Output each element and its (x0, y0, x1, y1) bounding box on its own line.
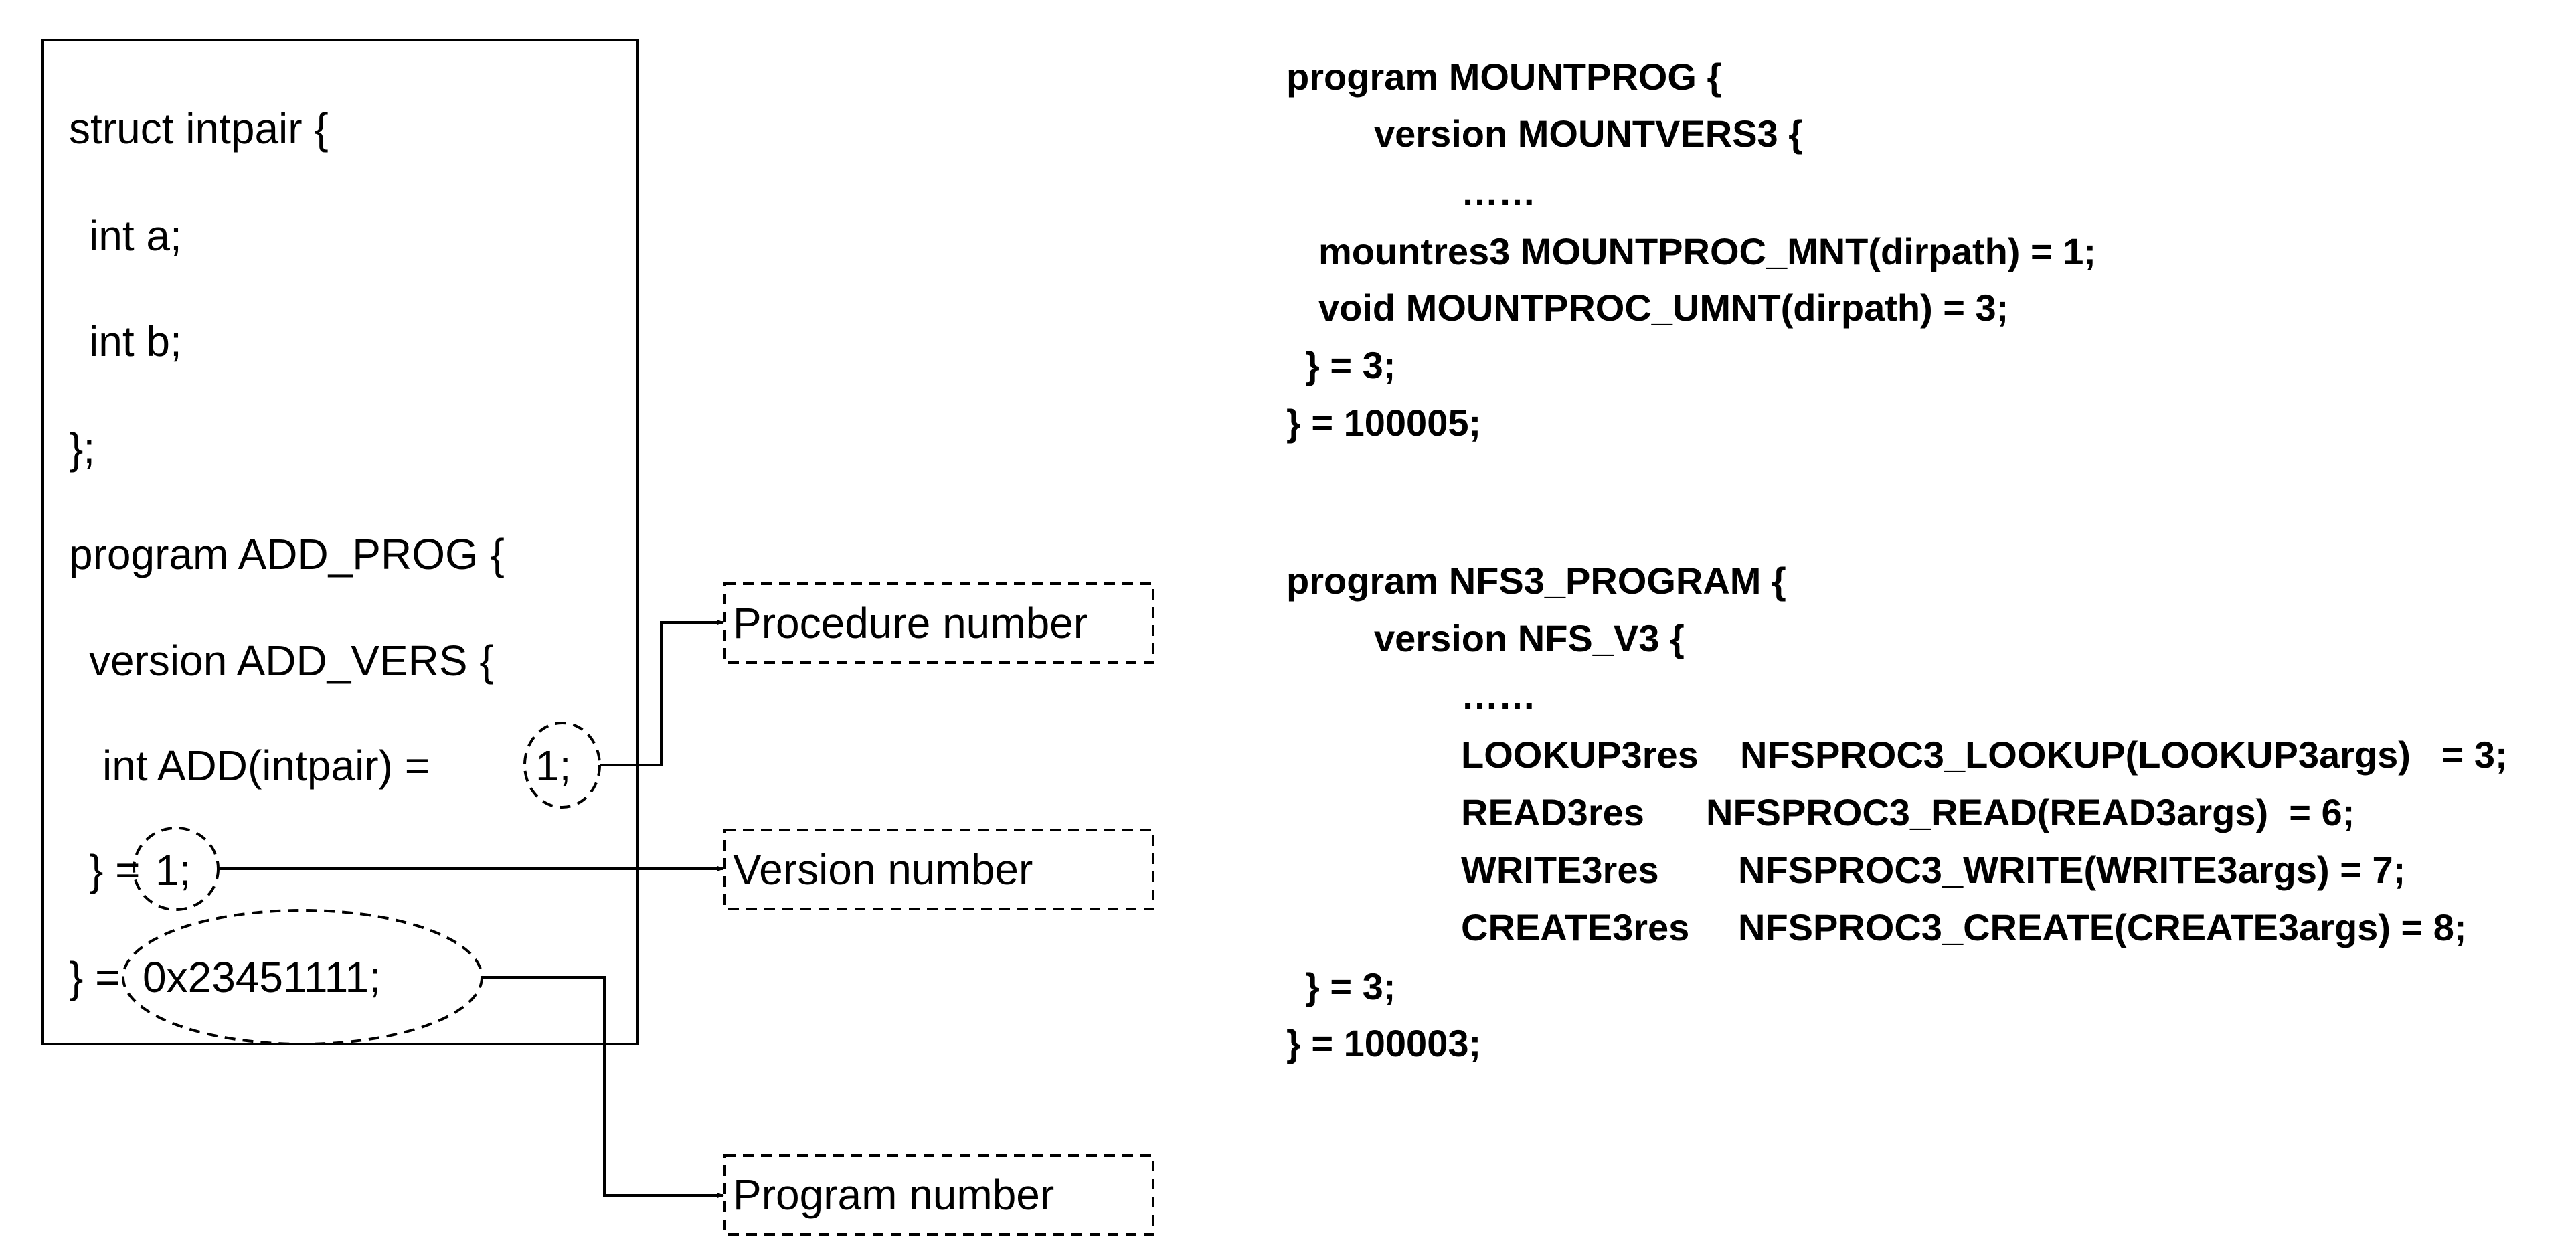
nfs-line-ellipsis: …… (1461, 675, 1536, 717)
mount-line-version-close: } = 3; (1305, 344, 1396, 386)
code-line-procedure-value: 1; (535, 742, 572, 790)
nfs-row-create-proc: NFSPROC3_CREATE(CREATE3args) = 8; (1738, 906, 2467, 948)
code-line-program: program ADD_PROG { (69, 530, 505, 578)
code-line-program-prefix: } = (69, 953, 120, 1001)
nfs-row-lookup-proc: NFSPROC3_LOOKUP(LOOKUP3args) = 3; (1740, 734, 2508, 776)
code-line-program-value: 0x23451111; (143, 953, 381, 1001)
procedure-connector-arrow (600, 620, 724, 766)
code-line-version: version ADD_VERS { (89, 637, 494, 685)
mount-line-version: version MOUNTVERS3 { (1374, 112, 1804, 155)
code-line-int-a: int a; (89, 212, 182, 260)
code-line-procedure-prefix: int ADD(intpair) = (102, 742, 430, 790)
nfs-line-program-close: } = 100003; (1286, 1022, 1482, 1064)
code-line-struct: struct intpair { (69, 104, 329, 153)
nfs-row-read-proc: NFSPROC3_READ(READ3args) = 6; (1706, 791, 2355, 833)
code-line-version-value: 1; (155, 846, 191, 894)
program-connector-arrow (482, 976, 724, 1198)
code-line-version-prefix: } = (89, 846, 141, 894)
code-line-struct-close: }; (69, 424, 96, 473)
nfs-row-lookup-res: LOOKUP3res (1461, 734, 1699, 776)
version-number-label: Version number (733, 845, 1033, 894)
mount-line-program: program MOUNTPROG { (1286, 56, 1722, 98)
program-number-label: Program number (733, 1171, 1055, 1219)
nfs-row-create-res: CREATE3res (1461, 906, 1690, 948)
code-frame (41, 39, 639, 1045)
nfs-line-version-close: } = 3; (1305, 965, 1396, 1007)
code-line-int-b: int b; (89, 317, 182, 365)
nfs-line-version: version NFS_V3 { (1374, 617, 1685, 659)
mount-line-mnt: mountres3 MOUNTPROC_MNT(dirpath) = 1; (1318, 230, 2097, 272)
mount-line-program-close: } = 100005; (1286, 402, 1482, 444)
nfs-row-read-res: READ3res (1461, 791, 1644, 833)
mount-line-ellipsis: …… (1461, 171, 1536, 214)
nfs-line-program: program NFS3_PROGRAM { (1286, 560, 1786, 602)
nfs-row-write-proc: NFSPROC3_WRITE(WRITE3args) = 7; (1738, 849, 2406, 891)
procedure-number-label: Procedure number (733, 599, 1088, 647)
mount-line-umnt: void MOUNTPROC_UMNT(dirpath) = 3; (1318, 286, 2009, 329)
nfs-row-write-res: WRITE3res (1461, 849, 1659, 891)
